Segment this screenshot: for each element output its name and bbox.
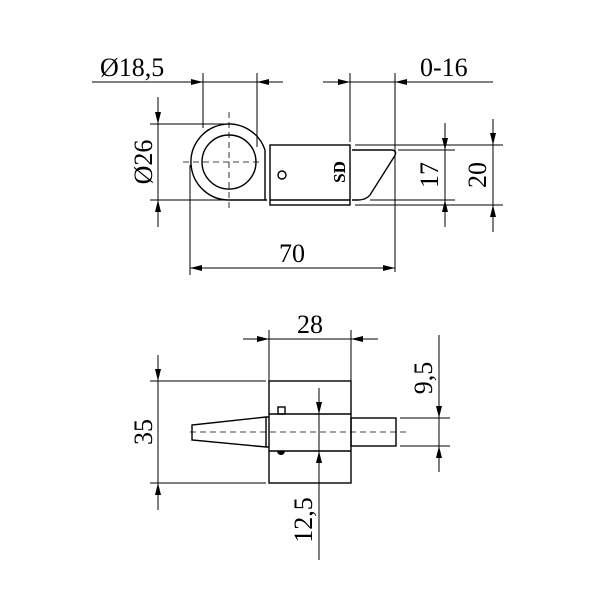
dim-slot-height: 12,5 — [289, 497, 318, 543]
tapered-bolt — [191, 416, 269, 448]
dim-stroke: 0-16 — [420, 53, 468, 82]
dim-pin-diameter: 9,5 — [409, 362, 438, 395]
tab — [277, 406, 286, 415]
logo-text: SD — [330, 161, 349, 183]
bolt-wedge — [352, 149, 397, 201]
bolt-body — [269, 144, 351, 206]
top-view: SD Ø18,5 0-16 Ø26 17 — [92, 53, 503, 275]
side-view: 28 35 12,5 9,5 — [129, 310, 450, 560]
dim-housing-height: 35 — [129, 419, 158, 445]
bump — [277, 451, 285, 455]
dim-hole-diameter: Ø18,5 — [100, 53, 164, 82]
body-hole — [277, 170, 287, 180]
dim-bolt-height: 17 — [415, 162, 444, 188]
ring-outline — [190, 123, 267, 201]
dim-body-width: 28 — [297, 310, 323, 339]
dim-ring-diameter: Ø26 — [129, 140, 158, 185]
dim-overall-length: 70 — [279, 239, 305, 268]
dim-body-height: 20 — [463, 162, 492, 188]
logo: SD — [330, 161, 349, 183]
